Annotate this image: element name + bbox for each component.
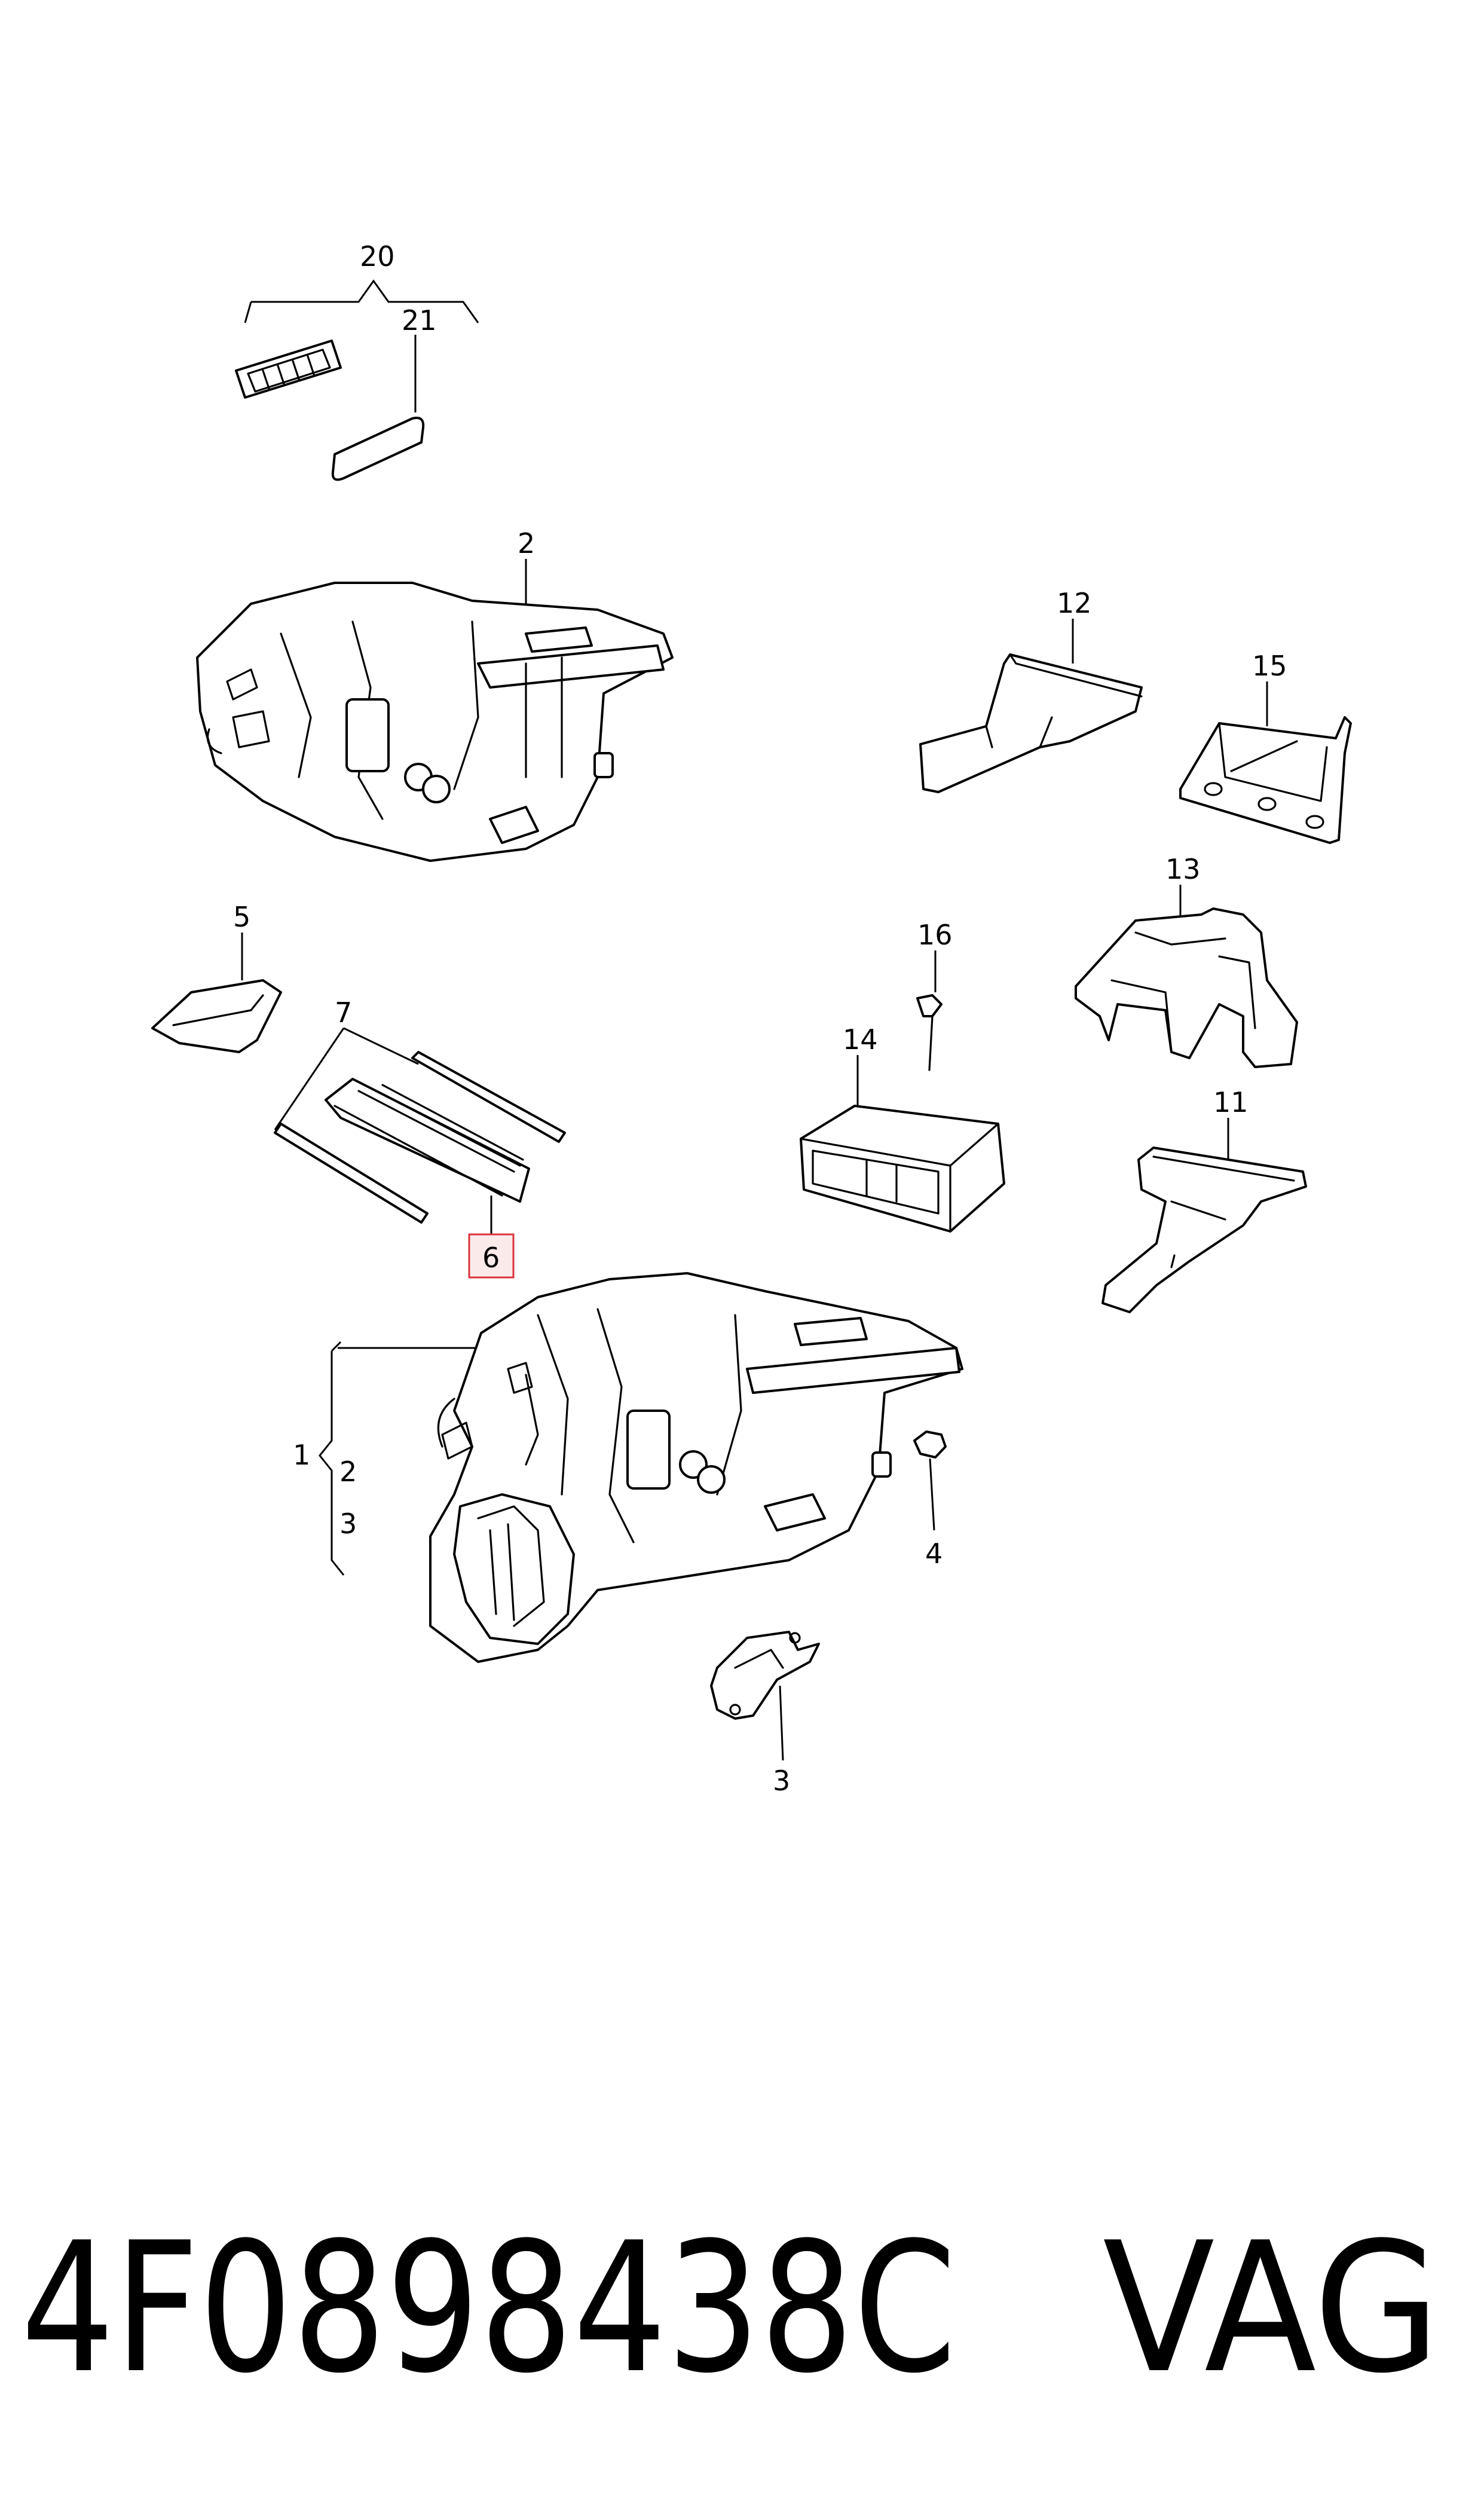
callout-12: 12 [1057,587,1092,619]
vent-grille-part [235,279,479,481]
callout-6-highlight [468,1233,515,1279]
callout-13: 13 [1165,853,1201,885]
pollen-filter-7 [274,1027,566,1234]
callout-3: 3 [773,1765,790,1797]
air-duct-12 [919,619,1143,793]
duct-elbow-13 [1075,885,1298,1068]
callout-2-top: 2 [518,527,535,560]
callout-6: 6 [482,1242,500,1274]
rect-duct-14 [800,1055,1005,1233]
callout-11: 11 [1213,1086,1249,1118]
callout-3-sub: 3 [339,1508,357,1540]
clip-pin-16 [916,950,943,1071]
callout-5: 5 [233,901,250,933]
callout-7: 7 [335,996,352,1029]
nut-4 [913,1430,947,1531]
bracket-15 [1179,681,1352,844]
callout-4: 4 [925,1537,943,1570]
air-duct-11 [1101,1118,1307,1313]
callout-1: 1 [293,1439,310,1471]
actuator-3 [710,1631,820,1761]
part-number: 4F0898438C [21,2204,956,2413]
callout-15: 15 [1252,650,1287,682]
brand-name: VAG [1103,2204,1440,2413]
cover-5 [151,933,282,1053]
callout-21: 21 [402,304,437,337]
heater-box-upper [196,559,674,862]
callout-2-sub: 2 [339,1456,357,1488]
callout-14: 14 [843,1023,878,1056]
heater-assembly-1 [319,1272,963,1663]
callout-16: 16 [917,919,953,951]
callout-20: 20 [360,240,395,273]
